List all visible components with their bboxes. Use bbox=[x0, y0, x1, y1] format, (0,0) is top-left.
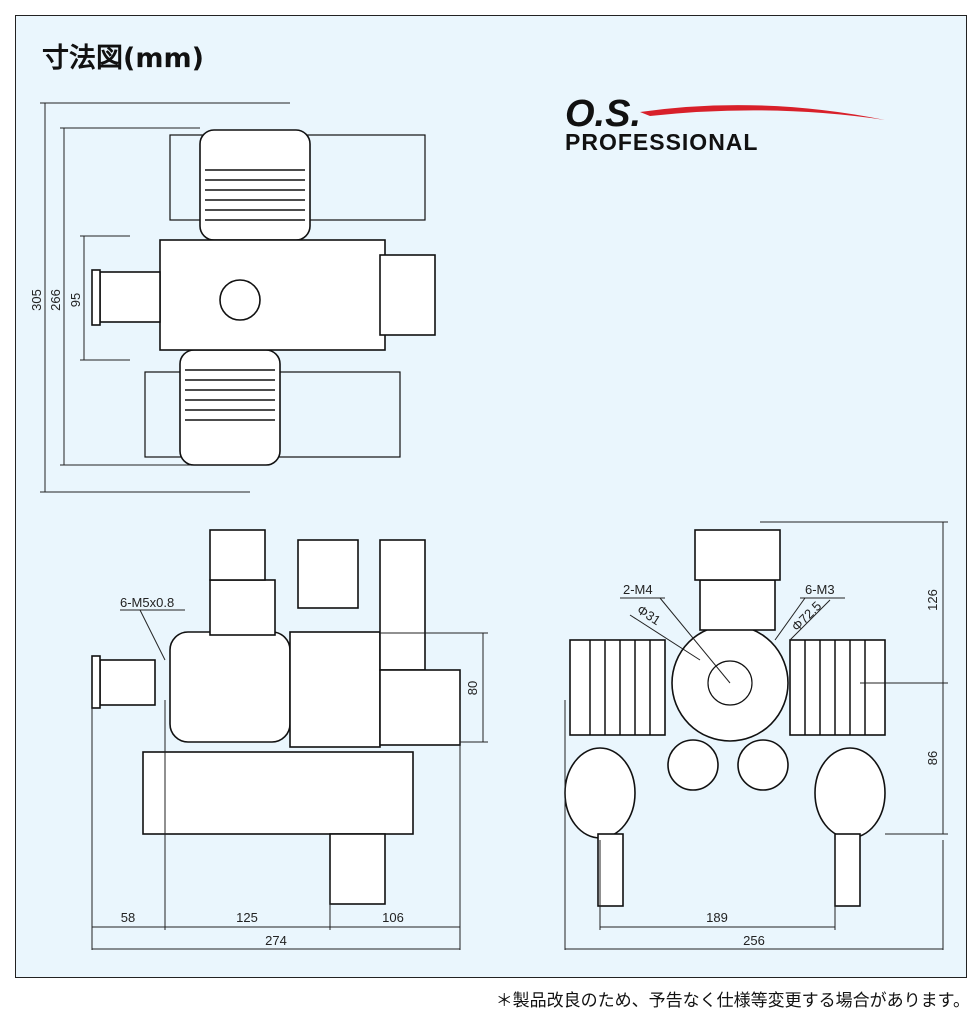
dim-126: 126 bbox=[925, 589, 940, 611]
dim-80: 80 bbox=[465, 681, 480, 695]
dim-125: 125 bbox=[236, 910, 258, 925]
dim-189: 189 bbox=[706, 910, 728, 925]
dim-58: 58 bbox=[121, 910, 135, 925]
dim-305: 305 bbox=[29, 289, 44, 311]
front-view: 2-M4 6-M3 Φ31 Φ72.5 126 86 189 256 bbox=[564, 521, 948, 950]
logo-brand: O.S. bbox=[565, 93, 641, 135]
thread-label: 6-M5x0.8 bbox=[120, 595, 174, 610]
m4-label: 2-M4 bbox=[623, 582, 653, 597]
disclaimer-note: ＊製品改良のため、予告なく仕様等変更する場合があります。 bbox=[495, 991, 970, 1011]
dim-95: 95 bbox=[68, 293, 83, 307]
dim-86: 86 bbox=[925, 751, 940, 765]
dia-31-label: Φ31 bbox=[634, 602, 663, 628]
os-professional-logo: O.S. PROFESSIONAL bbox=[565, 93, 885, 155]
dim-256: 256 bbox=[743, 933, 765, 948]
dim-106: 106 bbox=[382, 910, 404, 925]
page-title: 寸法図(mm) bbox=[42, 43, 204, 74]
logo-swoosh bbox=[640, 105, 885, 120]
side-view: 6-M5x0.8 80 58 125 106 274 bbox=[91, 529, 488, 950]
dia-72-5-label: Φ72.5 bbox=[789, 598, 825, 634]
dim-266: 266 bbox=[48, 289, 63, 311]
logo-sub: PROFESSIONAL bbox=[565, 129, 758, 155]
dim-274: 274 bbox=[265, 933, 287, 948]
top-view: 305 266 95 bbox=[29, 102, 436, 493]
m3-label: 6-M3 bbox=[805, 582, 835, 597]
